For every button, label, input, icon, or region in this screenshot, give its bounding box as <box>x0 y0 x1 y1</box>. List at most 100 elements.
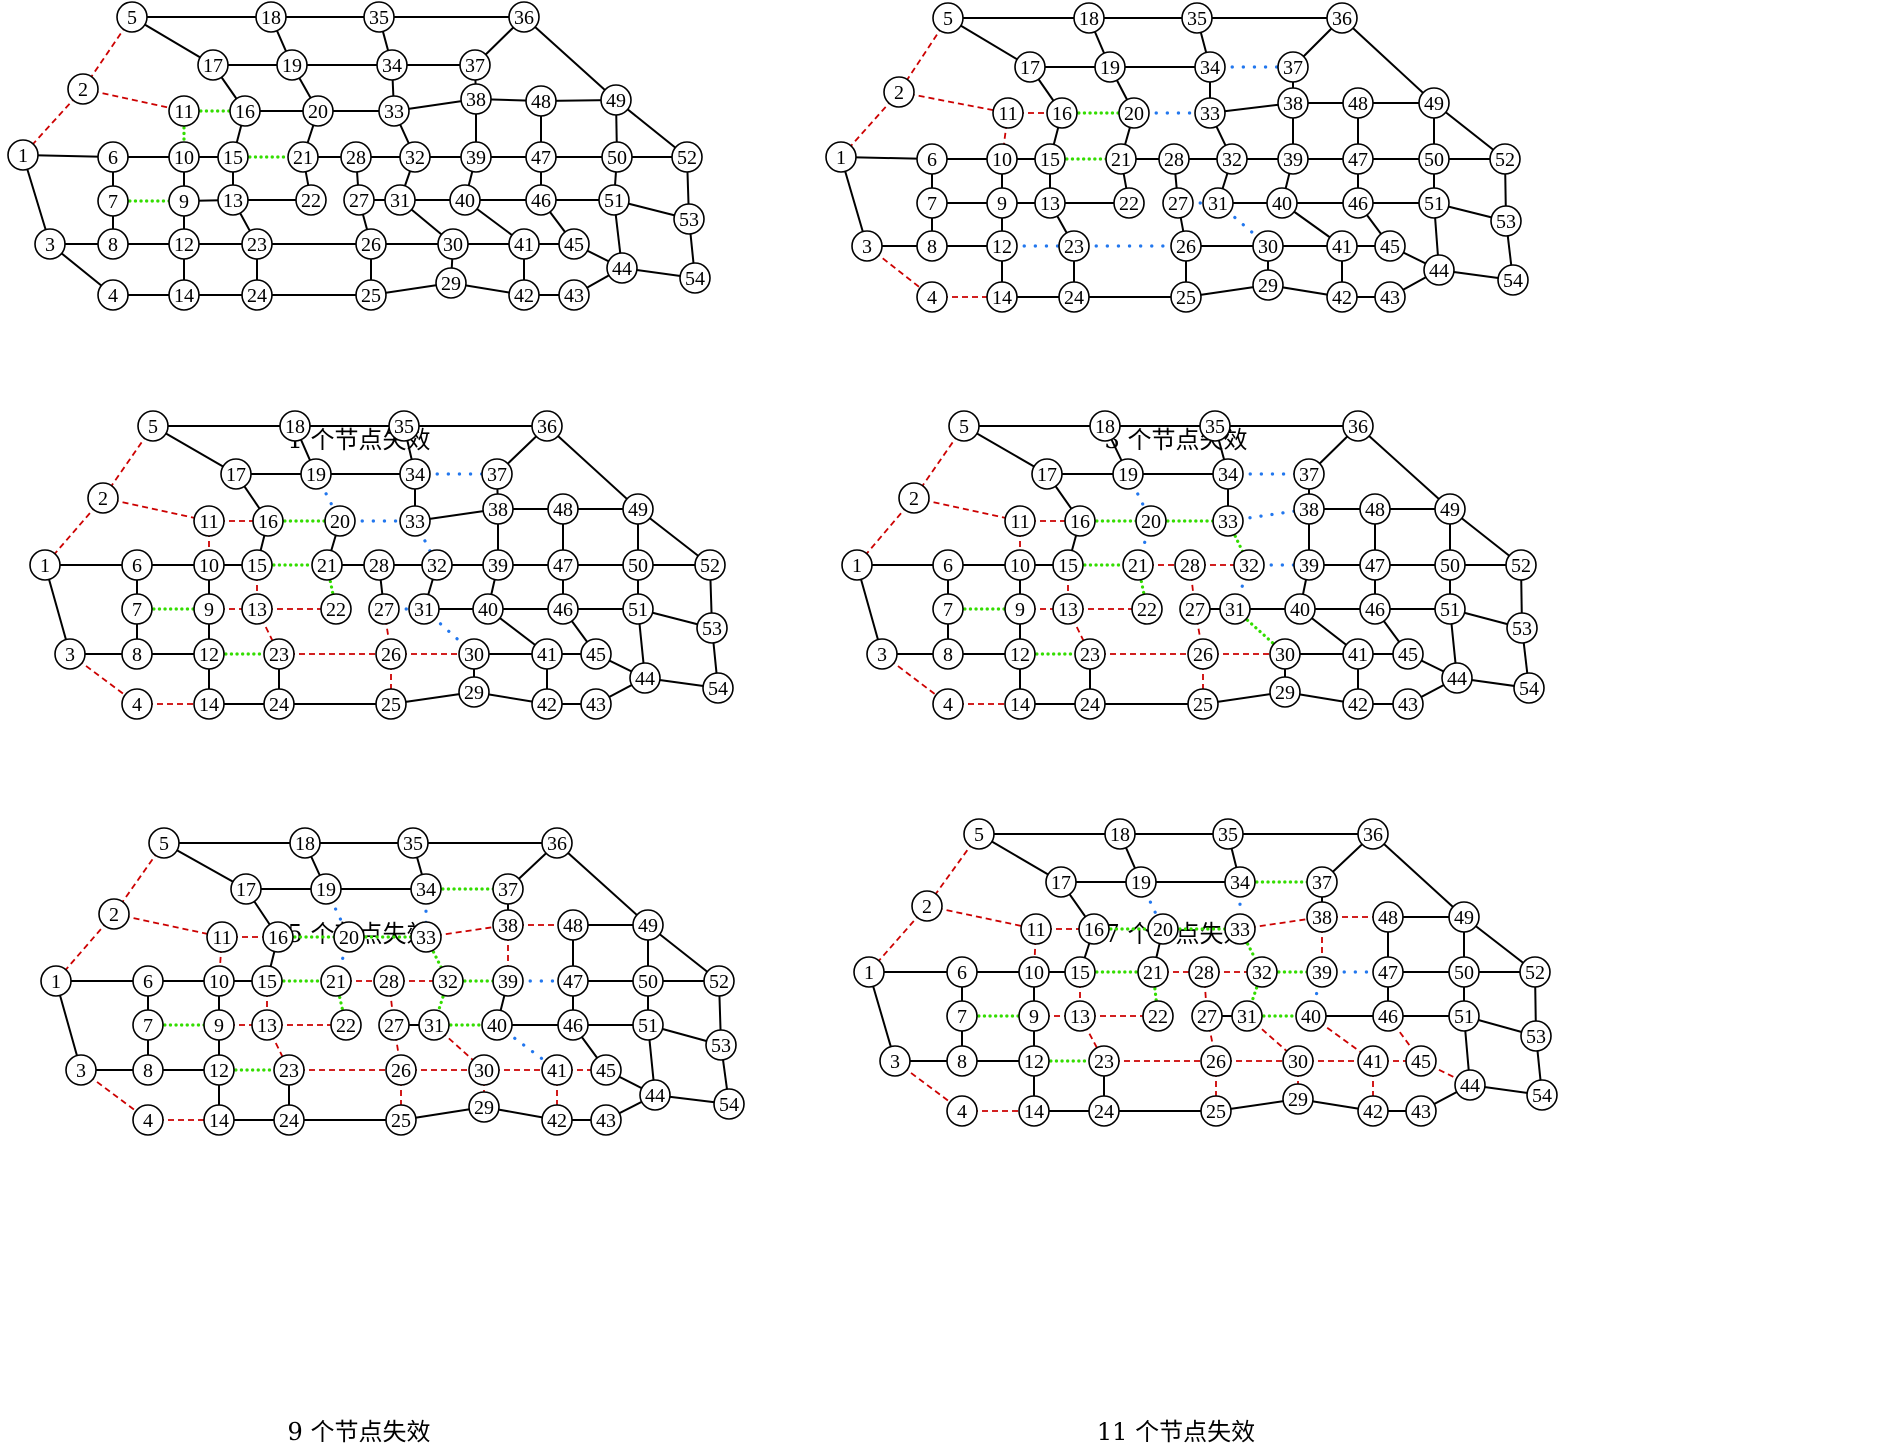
node-10: 10 <box>203 965 235 997</box>
node-11: 11 <box>193 505 225 537</box>
edge-21-22-green <box>1151 970 1160 1018</box>
node-label: 19 <box>282 55 302 77</box>
node-label: 52 <box>1495 149 1515 171</box>
node-17: 17 <box>220 458 252 490</box>
node-circle <box>1282 1083 1314 1115</box>
node-33: 33 <box>1212 505 1244 537</box>
edge-36-49-normal <box>1341 17 1435 104</box>
node-49: 49 <box>632 909 664 941</box>
node-circle <box>29 549 61 581</box>
node-4: 4 <box>932 688 964 720</box>
node-label: 31 <box>1237 1006 1257 1028</box>
node-circle <box>632 909 664 941</box>
node-label: 12 <box>1010 644 1030 666</box>
node-circle <box>1174 549 1206 581</box>
node-label: 43 <box>596 1110 616 1132</box>
node-label: 7 <box>943 599 953 621</box>
node-label: 15 <box>1070 962 1090 984</box>
node-label: 21 <box>1143 962 1163 984</box>
node-label: 51 <box>604 190 624 212</box>
node-circle <box>1293 549 1325 581</box>
node-53: 53 <box>696 612 728 644</box>
node-label: 26 <box>361 234 381 256</box>
node-14: 14 <box>168 279 200 311</box>
node-label: 35 <box>1205 416 1225 438</box>
node-50: 50 <box>622 549 654 581</box>
node-label: 39 <box>466 147 486 169</box>
edge-27-26-failed <box>383 608 392 655</box>
node-label: 40 <box>1290 599 1310 621</box>
node-33: 33 <box>1194 97 1226 129</box>
node-circle <box>241 593 273 625</box>
panel-caption: 11 个节点失效 <box>1097 1418 1255 1446</box>
node-circle <box>1187 638 1219 670</box>
node-label: 16 <box>1052 103 1072 125</box>
node-5: 5 <box>963 818 995 850</box>
node-35: 35 <box>363 1 395 33</box>
node-circle <box>557 1009 589 1041</box>
node-circle <box>1105 143 1137 175</box>
node-circle <box>492 965 524 997</box>
node-12: 12 <box>1018 1045 1050 1077</box>
node-label: 50 <box>1424 149 1444 171</box>
node-label: 2 <box>909 488 919 510</box>
node-38: 38 <box>492 909 524 941</box>
node-label: 53 <box>1496 211 1516 233</box>
node-52: 52 <box>671 141 703 173</box>
node-label: 26 <box>1176 236 1196 258</box>
node-label: 17 <box>1037 464 1057 486</box>
node-circle <box>1342 638 1374 670</box>
node-15: 15 <box>241 549 273 581</box>
node-46: 46 <box>1359 593 1391 625</box>
node-18: 18 <box>1073 2 1105 34</box>
node-circle <box>946 1000 978 1032</box>
node-circle <box>1423 254 1455 286</box>
node-circle <box>1104 818 1136 850</box>
node-circle <box>702 672 734 704</box>
node-48: 48 <box>1372 901 1404 933</box>
node-circle <box>217 184 249 216</box>
node-label: 54 <box>685 268 705 290</box>
node-36: 36 <box>1326 2 1358 34</box>
node-circle <box>1359 493 1391 525</box>
node-18: 18 <box>289 827 321 859</box>
node-circle <box>193 638 225 670</box>
node-label: 31 <box>1225 599 1245 621</box>
node-15: 15 <box>217 141 249 173</box>
node-label: 11 <box>212 927 231 949</box>
node-21: 21 <box>311 549 343 581</box>
node-label: 13 <box>247 599 267 621</box>
node-circle <box>558 228 590 260</box>
node-circle <box>696 612 728 644</box>
node-label: 28 <box>1180 555 1200 577</box>
node-13: 13 <box>217 184 249 216</box>
node-35: 35 <box>388 410 420 442</box>
node-circle <box>481 458 513 490</box>
node-42: 42 <box>531 688 563 720</box>
node-label: 2 <box>78 79 88 101</box>
node-label: 12 <box>199 644 219 666</box>
node-circle <box>482 493 514 525</box>
node-label: 33 <box>1230 919 1250 941</box>
node-label: 47 <box>1365 555 1385 577</box>
node-circle <box>1434 593 1466 625</box>
node-18: 18 <box>255 1 287 33</box>
node-circle <box>1434 493 1466 525</box>
node-circle <box>132 1104 164 1136</box>
node-46: 46 <box>547 593 579 625</box>
node-label: 30 <box>464 644 484 666</box>
node-49: 49 <box>1434 493 1466 525</box>
node-circle <box>1018 1000 1050 1032</box>
node-4: 4 <box>132 1104 164 1136</box>
node-circle <box>598 184 630 216</box>
node-7: 7 <box>121 593 153 625</box>
node-circle <box>459 49 491 81</box>
node-circle <box>963 818 995 850</box>
node-25: 25 <box>1187 688 1219 720</box>
node-label: 2 <box>98 488 108 510</box>
node-circle <box>948 410 980 442</box>
node-circle <box>385 1054 417 1086</box>
node-label: 1 <box>852 555 862 577</box>
